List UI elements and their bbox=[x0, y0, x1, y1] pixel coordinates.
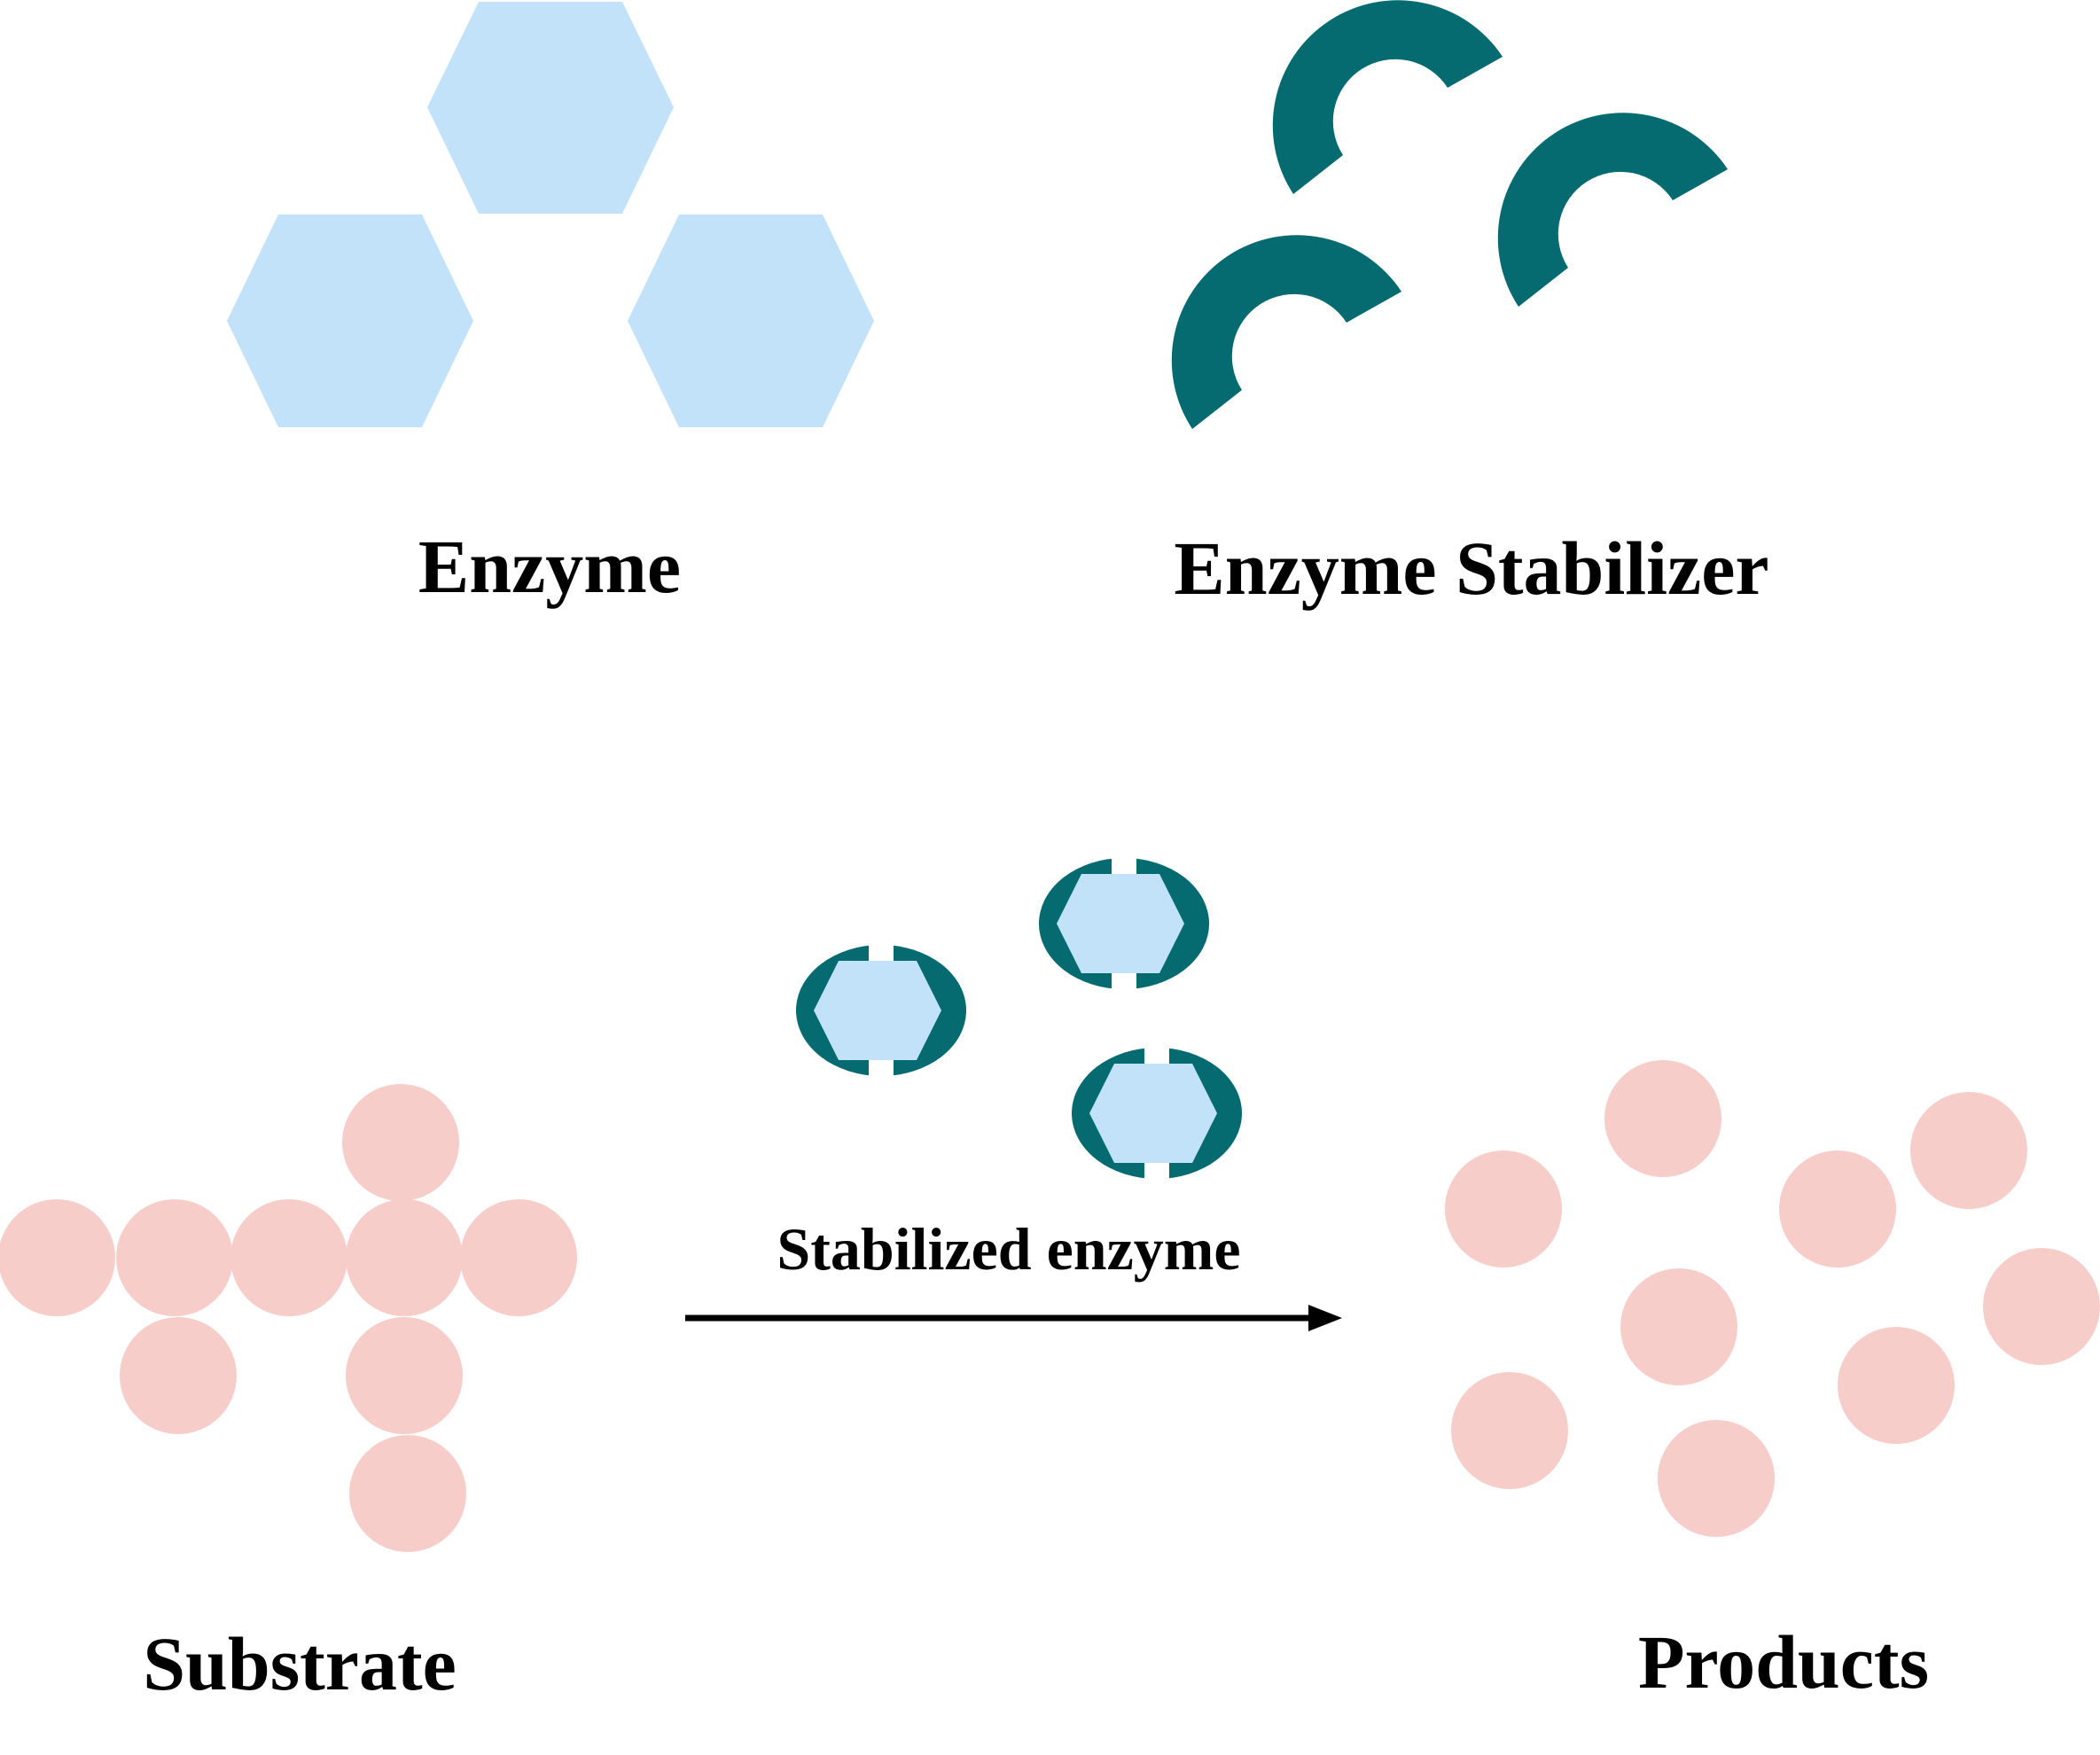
enzyme-stabilizer-label: Enzyme Stabilizer bbox=[1174, 526, 1768, 611]
product-circle-icon bbox=[1658, 1420, 1775, 1537]
products-label: Products bbox=[1638, 1619, 1929, 1704]
substrate-circle-icon bbox=[230, 1199, 347, 1316]
substrate-label: Substrate bbox=[143, 1621, 457, 1706]
arrow-head-icon bbox=[1308, 1305, 1342, 1331]
reaction-arrow bbox=[685, 1305, 1342, 1331]
product-circle-icon bbox=[1451, 1372, 1568, 1489]
stabilizer-arc-icon bbox=[1272, 0, 1503, 194]
product-circle-icon bbox=[1983, 1248, 2100, 1365]
enzyme-hexagon-icon bbox=[628, 214, 874, 427]
stabilizer-group bbox=[1171, 0, 1728, 429]
substrate-circle-icon bbox=[346, 1199, 463, 1316]
stabilized-enzyme-group bbox=[796, 853, 1242, 1184]
stabilized-enzyme-icon bbox=[1072, 1042, 1242, 1184]
product-circle-icon bbox=[1604, 1060, 1721, 1177]
product-circle-icon bbox=[1620, 1268, 1737, 1385]
substrate-circle-icon bbox=[460, 1199, 577, 1316]
substrate-circle-icon bbox=[0, 1199, 115, 1316]
substrate-group bbox=[0, 1084, 577, 1552]
stabilizer-arc-icon bbox=[1171, 235, 1401, 429]
stabilizer-arc-icon bbox=[1497, 113, 1728, 307]
product-circle-icon bbox=[1445, 1150, 1562, 1268]
substrate-circle-icon bbox=[349, 1435, 466, 1552]
product-circle-icon bbox=[1910, 1092, 2027, 1209]
substrate-circle-icon bbox=[120, 1317, 237, 1434]
substrate-circle-icon bbox=[116, 1199, 233, 1316]
substrate-circle-icon bbox=[342, 1084, 459, 1201]
enzyme-label: Enzyme bbox=[418, 524, 681, 609]
stabilized-enzyme-icon bbox=[796, 940, 966, 1081]
products-group bbox=[1445, 1060, 2100, 1537]
product-circle-icon bbox=[1838, 1327, 1955, 1444]
arrow-label: Stabilized enzyme bbox=[777, 1215, 1240, 1283]
enzyme-hexagon-icon bbox=[427, 2, 674, 214]
substrate-circle-icon bbox=[346, 1317, 463, 1434]
stabilized-enzyme-icon bbox=[1039, 853, 1209, 994]
enzyme-hexagon-icon bbox=[227, 214, 473, 427]
enzyme-group bbox=[227, 2, 874, 427]
product-circle-icon bbox=[1779, 1150, 1896, 1268]
